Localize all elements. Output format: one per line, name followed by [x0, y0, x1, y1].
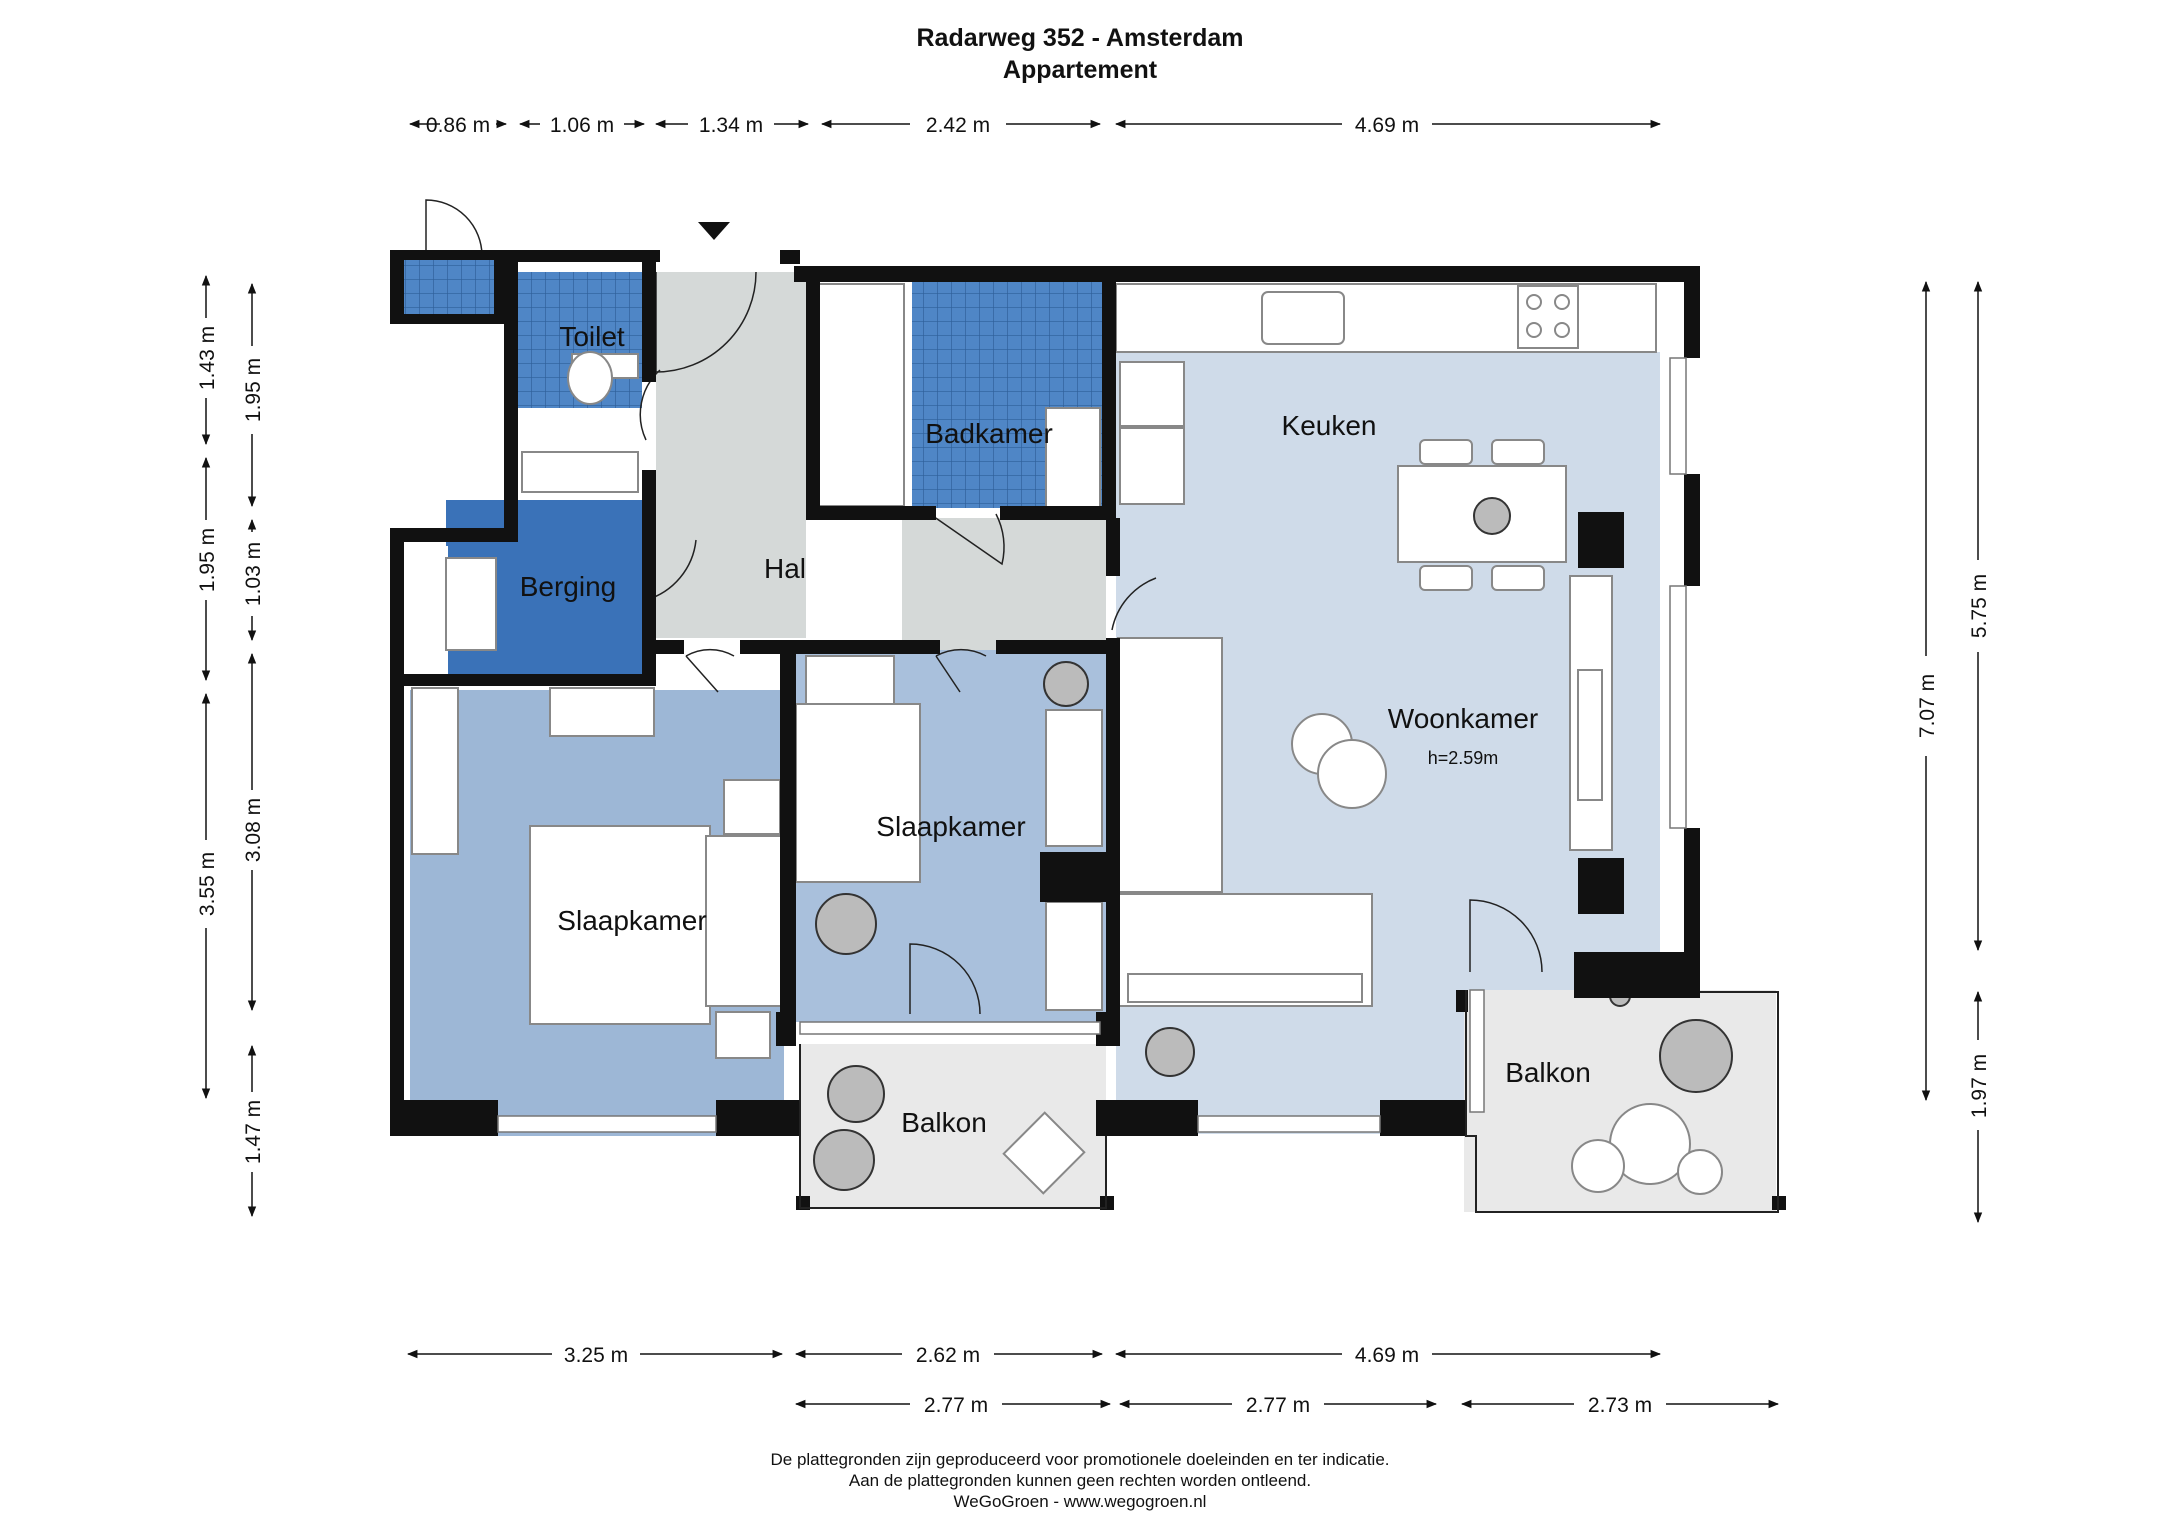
- dim-top-2: 1.06 m: [550, 114, 614, 137]
- room-label-badkamer: Badkamer: [925, 418, 1053, 449]
- dim-left-inner-3: 3.08 m: [242, 798, 265, 862]
- room-label-hal: Hal: [764, 553, 806, 584]
- room-label-balkon-2: Balkon: [1505, 1057, 1591, 1088]
- balcony-outlines: [799, 990, 1779, 1213]
- dim-left-outer-3: 3.55 m: [196, 852, 219, 916]
- room-label-woonkamer: Woonkamer: [1388, 703, 1538, 734]
- dim-top-5: 4.69 m: [1355, 114, 1419, 137]
- room-label-berging: Berging: [520, 571, 617, 602]
- room-labels: Toilet Badkamer Keuken Berging Hal Woonk…: [520, 321, 1591, 1138]
- furniture: [411, 283, 1723, 1195]
- dim-bottom-1-2: 2.62 m: [916, 1344, 980, 1367]
- room-height-label: h=2.59m: [1428, 748, 1499, 768]
- dim-left-inner-1: 1.95 m: [242, 358, 265, 422]
- room-label-toilet: Toilet: [559, 321, 625, 352]
- room-label-balkon-1: Balkon: [901, 1107, 987, 1138]
- room-label-keuken: Keuken: [1282, 410, 1377, 441]
- dim-bottom-1-3: 4.69 m: [1355, 1344, 1419, 1367]
- footer-line-1: De plattegronden zijn geproduceerd voor …: [770, 1450, 1390, 1469]
- dim-left-outer-2: 1.95 m: [196, 528, 219, 592]
- walls: [390, 250, 1786, 1210]
- dim-top-1: 0.86 m: [426, 114, 490, 137]
- footer-line-3: WeGoGroen - www.wegogroen.nl: [953, 1492, 1207, 1511]
- room-label-slaapkamer-1: Slaapkamer: [557, 905, 706, 936]
- windows: [497, 357, 1687, 1133]
- dim-bottom-1-1: 3.25 m: [564, 1344, 628, 1367]
- dim-bottom-2-1: 2.77 m: [924, 1394, 988, 1417]
- room-label-slaapkamer-2: Slaapkamer: [876, 811, 1025, 842]
- dim-right-outer-1: 5.75 m: [1968, 574, 1991, 638]
- entrance-arrow: [698, 222, 730, 240]
- dimension-labels: 0.86 m 1.06 m 1.34 m 2.42 m 4.69 m 3.25 …: [196, 114, 1991, 1417]
- dim-top-4: 2.42 m: [926, 114, 990, 137]
- dimension-lines: [201, 119, 1983, 1409]
- dim-left-inner-2: 1.03 m: [242, 542, 265, 606]
- dim-left-inner-4: 1.47 m: [242, 1100, 265, 1164]
- door-swings: [425, 199, 1543, 1015]
- dim-bottom-2-2: 2.77 m: [1246, 1394, 1310, 1417]
- dim-right-inner-1: 7.07 m: [1916, 674, 1939, 738]
- plan-subtitle: Appartement: [1002, 56, 1158, 84]
- plan-title: Radarweg 352 - Amsterdam: [916, 24, 1244, 52]
- dim-bottom-2-3: 2.73 m: [1588, 1394, 1652, 1417]
- footer-line-2: Aan de plattegronden kunnen geen rechten…: [848, 1471, 1312, 1490]
- dim-right-outer-2: 1.97 m: [1968, 1054, 1991, 1118]
- dim-left-outer-1: 1.43 m: [196, 326, 219, 390]
- dim-top-3: 1.34 m: [699, 114, 763, 137]
- plants: [813, 497, 1733, 1191]
